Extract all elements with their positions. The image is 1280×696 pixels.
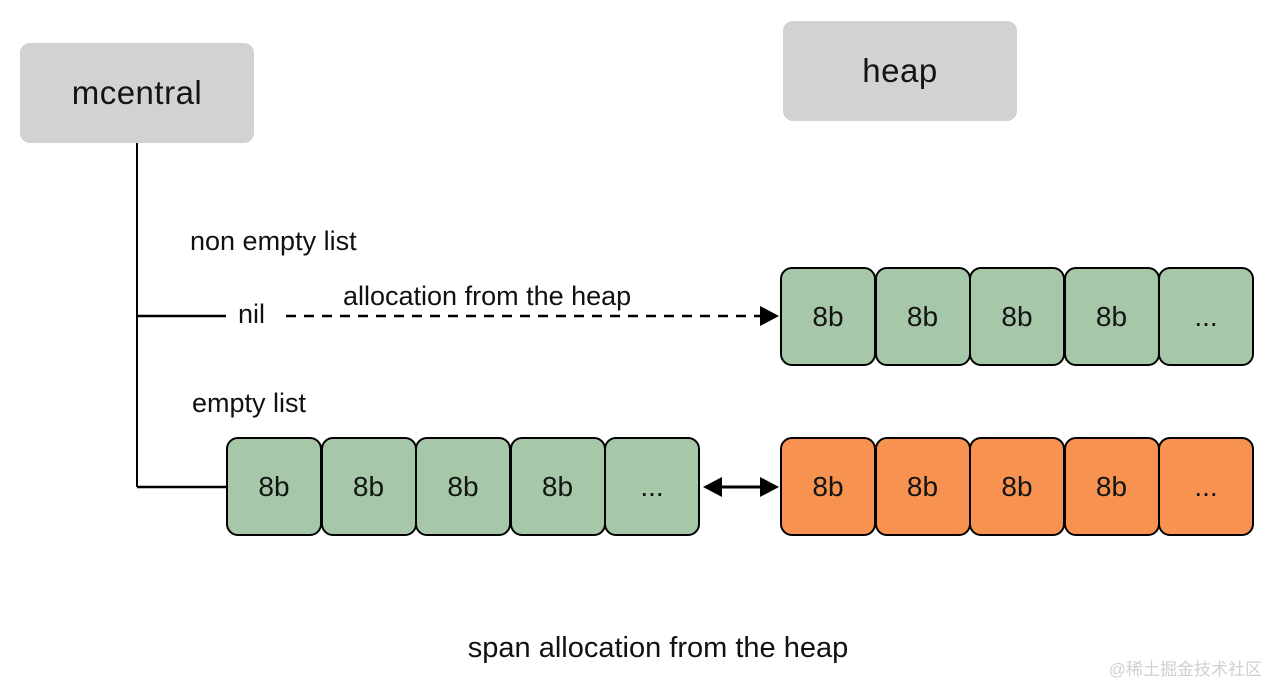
span-cell-label: ... xyxy=(1194,470,1218,502)
mcentral-label: mcentral xyxy=(71,74,203,111)
double-arrow-right-head xyxy=(760,477,779,497)
span-cell-ellipsis: ... xyxy=(604,437,700,536)
span-cell-label: 8b xyxy=(541,470,574,502)
span-cell-label: 8b xyxy=(1001,470,1033,502)
span-cell-label: 8b xyxy=(447,470,479,502)
span-cell-label: 8b xyxy=(812,300,844,332)
nil-label: nil xyxy=(238,299,266,329)
allocation-arrowhead xyxy=(760,306,779,326)
empty-list-span-row: 8b 8b 8b 8b ... xyxy=(226,437,700,536)
span-cell-ellipsis: ... xyxy=(1158,437,1254,536)
heap-label: heap xyxy=(862,52,938,89)
span-cell-label: ... xyxy=(640,470,664,502)
span-cell-label: 8b xyxy=(906,300,939,332)
allocation-arrow-label: allocation from the heap xyxy=(343,281,632,311)
span-cell-label: 8b xyxy=(352,470,385,502)
span-cell: 8b xyxy=(780,437,876,536)
span-cell: 8b xyxy=(1063,267,1160,366)
non-empty-list-label: non empty list xyxy=(190,226,357,256)
span-cell: 8b xyxy=(509,437,606,536)
double-arrow-left-head xyxy=(703,477,722,497)
span-cell-label: ... xyxy=(1194,300,1218,332)
span-cell-label: 8b xyxy=(1095,470,1128,502)
span-cell: 8b xyxy=(320,437,417,536)
span-cell-label: 8b xyxy=(258,470,290,502)
watermark: @稀土掘金技术社区 xyxy=(1108,660,1262,679)
span-cell: 8b xyxy=(874,437,971,536)
span-cell: 8b xyxy=(874,267,971,366)
span-cell-label: 8b xyxy=(1095,300,1128,332)
diagram-caption: span allocation from the heap xyxy=(467,632,849,664)
empty-list-label: empty list xyxy=(192,388,307,418)
span-cell-label: 8b xyxy=(812,470,844,502)
span-cell-ellipsis: ... xyxy=(1158,267,1254,366)
span-cell: 8b xyxy=(226,437,322,536)
span-cell: 8b xyxy=(969,437,1065,536)
span-cell: 8b xyxy=(1063,437,1160,536)
span-cell: 8b xyxy=(969,267,1065,366)
non-empty-list-span-row: 8b 8b 8b 8b ... xyxy=(780,267,1254,366)
span-cell: 8b xyxy=(780,267,876,366)
span-cell: 8b xyxy=(415,437,511,536)
heap-node: heap xyxy=(783,21,1017,121)
mcentral-node: mcentral xyxy=(20,43,254,143)
span-cell-label: 8b xyxy=(1001,300,1033,332)
span-cell-label: 8b xyxy=(906,470,939,502)
heap-allocated-span-row: 8b 8b 8b 8b ... xyxy=(780,437,1254,536)
